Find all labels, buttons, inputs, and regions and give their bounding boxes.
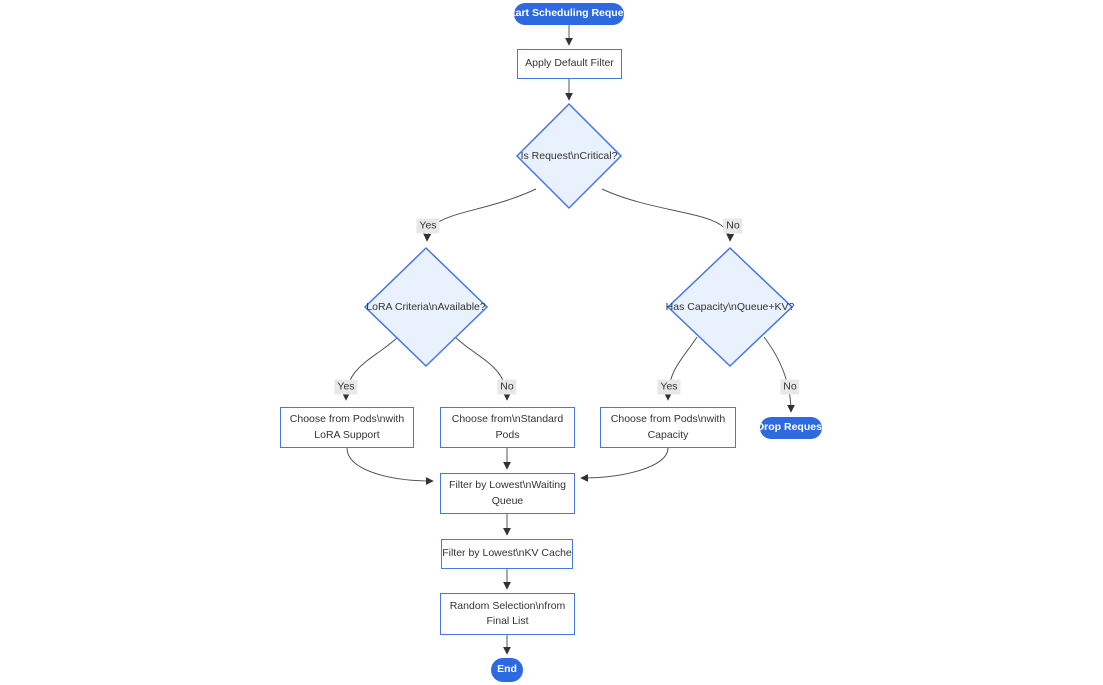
edge-label-critical-yes: Yes (416, 218, 440, 234)
decision-lora-criteria-label: LoRA Criteria\nAvailable? (366, 301, 486, 313)
node-choose-lora-line1: Choose from Pods\nwith (289, 413, 405, 426)
edge-iscritical-no-to-hascapacity (601, 188, 735, 242)
edge-label-lora-yes: Yes (334, 379, 358, 395)
node-choose-pods-lora: Choose from Pods\nwith LoRA Support (280, 407, 414, 448)
edge-label-critical-no: No (723, 218, 743, 234)
decision-has-capacity-label: Has Capacity\nQueue+KV? (665, 301, 795, 313)
decision-lora-criteria-available (363, 246, 489, 368)
edge-iscritical-yes-to-lora (423, 188, 537, 242)
node-choose-pods-capacity: Choose from Pods\nwith Capacity (600, 407, 736, 448)
edge-choosecapacity-to-filterqueue (580, 447, 669, 482)
node-drop-request-label: Drop Request (756, 421, 826, 434)
node-choose-capacity-line1: Choose from Pods\nwith (610, 413, 726, 426)
node-end-label: End (497, 663, 517, 676)
node-random-line1: Random Selection\nfrom (449, 599, 566, 612)
decision-is-critical-label: Is Request\nCritical? (520, 150, 618, 162)
node-apply-filter-label: Apply Default Filter (525, 57, 614, 70)
edge-label-capacity-yes: Yes (657, 379, 681, 395)
node-filter-queue-line1: Filter by Lowest\nWaiting (449, 479, 566, 492)
node-choose-capacity-line2: Capacity (647, 428, 689, 441)
node-choose-lora-line2: LoRA Support (314, 428, 380, 441)
node-filter-lowest-waiting-queue: Filter by Lowest\nWaiting Queue (440, 473, 575, 514)
node-drop-request: Drop Request (757, 417, 825, 439)
node-choose-standard-line1: Choose from\nStandard (451, 413, 564, 426)
node-filter-kv-label: Filter by Lowest\nKV Cache (442, 547, 572, 560)
node-choose-standard-pods: Choose from\nStandard Pods (440, 407, 575, 448)
decision-is-request-critical (515, 102, 623, 210)
node-choose-standard-line2: Pods (495, 428, 520, 441)
node-random-line2: Final List (486, 615, 529, 627)
edge-hascapacity-no-to-droprequest (763, 336, 795, 413)
node-end: End (491, 658, 523, 682)
node-apply-default-filter: Apply Default Filter (517, 49, 622, 79)
node-start-scheduling-request: Start Scheduling Request (505, 3, 633, 25)
edge-chooselora-to-filterqueue (346, 447, 434, 485)
decision-has-capacity-queue-kv (666, 246, 794, 368)
node-random-selection: Random Selection\nfrom Final List (440, 593, 575, 635)
node-filter-lowest-kv-cache: Filter by Lowest\nKV Cache (441, 539, 573, 569)
edge-label-capacity-no: No (780, 379, 800, 395)
node-filter-queue-line2: Queue (491, 494, 524, 507)
edge-label-lora-no: No (497, 379, 517, 395)
node-start-label: Start Scheduling Request (505, 7, 633, 20)
